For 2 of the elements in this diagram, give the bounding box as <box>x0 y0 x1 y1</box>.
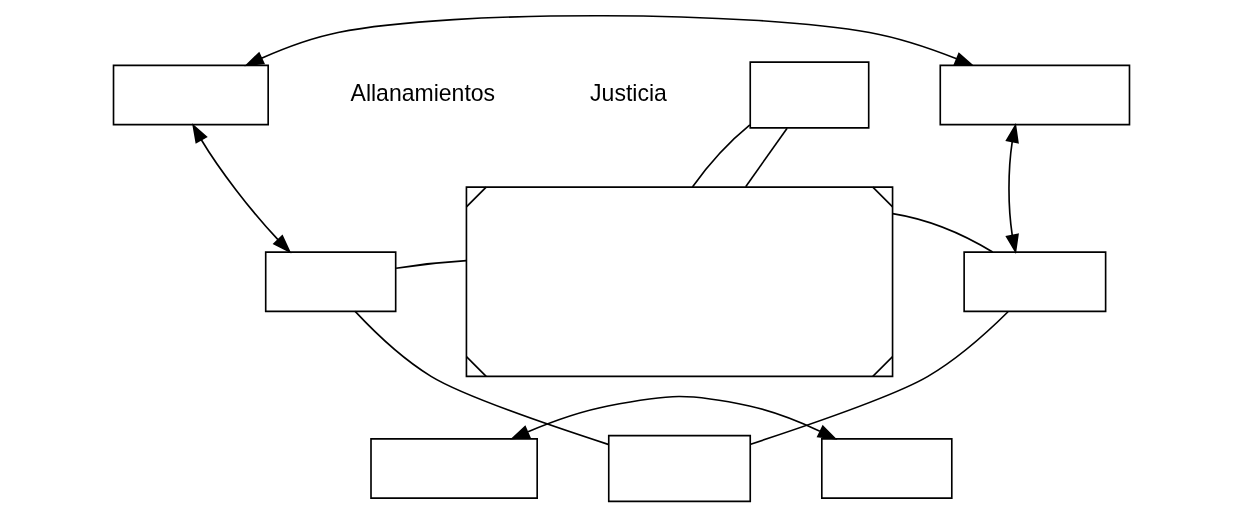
label: Allanamientos <box>350 79 496 106</box>
label: Justicia <box>590 79 667 106</box>
